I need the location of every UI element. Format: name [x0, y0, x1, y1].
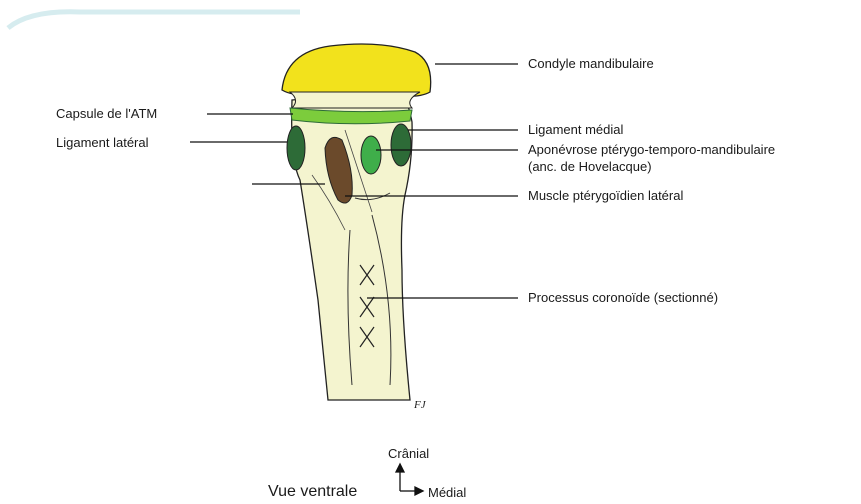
artist-signature: FJ: [413, 399, 427, 411]
page-corner-arc: [8, 12, 300, 28]
aponevrose-oval: [361, 136, 381, 174]
orientation-cranial-label: Crânial: [388, 446, 429, 461]
label-condyle: Condyle mandibulaire: [528, 56, 654, 71]
condyle-head: [282, 44, 431, 97]
label-processus: Processus coronoïde (sectionné): [528, 290, 718, 305]
label-ligament-medial: Ligament médial: [528, 122, 623, 137]
label-capsule: Capsule de l'ATM: [56, 106, 157, 121]
arrow-medial-head-icon: [415, 487, 423, 495]
label-muscle: Muscle ptérygoïdien latéral: [528, 188, 683, 203]
label-aponevrose-line2: (anc. de Hovelacque): [528, 159, 652, 174]
arrow-cranial-head-icon: [396, 464, 404, 472]
orientation-medial-label: Médial: [428, 485, 466, 500]
ligament-lateral-oval: [287, 126, 305, 170]
orientation-arrows: [396, 464, 423, 495]
label-aponevrose-line1: Aponévrose ptérygo-temporo-mandibulaire: [528, 142, 775, 157]
label-ligament-lateral: Ligament latéral: [56, 135, 149, 150]
condyle-neck: [290, 92, 420, 108]
orientation-view-label: Vue ventrale: [268, 483, 357, 500]
